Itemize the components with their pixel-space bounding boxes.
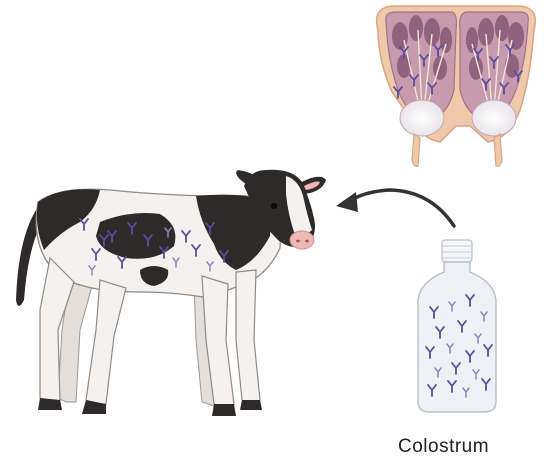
colostrum-label: Colostrum [398,436,544,458]
udder-cross-section [377,6,536,166]
transfer-arrow-icon [336,190,454,226]
calf [16,170,326,416]
colostrum-bottle [418,240,496,412]
